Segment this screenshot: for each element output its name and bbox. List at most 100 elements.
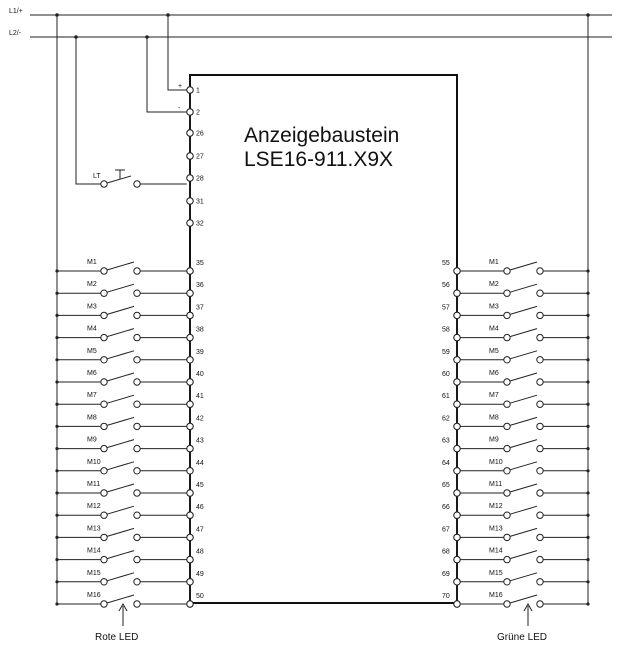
junction-dot — [74, 35, 78, 39]
switch-label: M15 — [87, 570, 101, 577]
switch-contact — [536, 333, 544, 342]
switch-contact — [503, 444, 511, 453]
terminal-number: 49 — [196, 571, 204, 578]
terminal-number: 56 — [442, 282, 450, 289]
switch-label: M4 — [489, 326, 499, 333]
switch-contact — [133, 444, 141, 453]
rote-led-label: Rote LED — [95, 632, 138, 643]
switch-contact — [100, 400, 108, 408]
terminal-number: 57 — [442, 304, 450, 311]
switch-lever — [106, 439, 135, 449]
terminal-number: 63 — [442, 438, 450, 445]
switch-label: M14 — [87, 548, 101, 555]
module-terminal — [453, 311, 461, 320]
switch-lever — [106, 594, 135, 604]
switch-label: M13 — [87, 525, 101, 532]
terminal-number: 55 — [442, 260, 450, 267]
switch-contact — [503, 511, 511, 519]
switch-label: M11 — [489, 481, 502, 488]
junction-dot — [55, 424, 59, 428]
switch-lever — [509, 305, 538, 315]
junction-dot — [586, 358, 590, 362]
junction-dot — [586, 535, 590, 540]
junction-dot — [586, 513, 590, 517]
terminal-number: 35 — [196, 260, 204, 267]
switch-contact — [100, 555, 108, 564]
switch-contact — [503, 467, 511, 475]
switch-label: M2 — [489, 281, 499, 288]
module-terminal — [186, 489, 194, 497]
terminal-number: 65 — [442, 482, 450, 489]
junction-dot — [586, 602, 590, 606]
rote-led-arrow-head — [118, 602, 128, 612]
terminal-number: 37 — [196, 304, 204, 311]
switch-lever — [106, 572, 135, 582]
switch-contact — [503, 600, 511, 608]
terminal-number: 39 — [196, 349, 204, 356]
switch-lever — [106, 505, 135, 515]
terminal-number: 43 — [196, 438, 204, 445]
switch-contact — [100, 511, 108, 519]
switch-lever — [509, 461, 538, 471]
junction-dot — [55, 380, 59, 384]
switch-contact — [503, 289, 511, 297]
switch-contact — [536, 467, 544, 475]
switch-contact — [133, 533, 141, 542]
module-terminal — [186, 555, 194, 564]
switch-lever — [509, 505, 538, 515]
junction-dot — [586, 447, 590, 451]
switch-label: M3 — [489, 303, 499, 310]
module-terminal — [453, 356, 461, 364]
switch-contact — [133, 422, 141, 431]
junction-dot — [586, 558, 590, 562]
switch-contact — [133, 289, 141, 297]
switch-contact — [503, 555, 511, 564]
switch-lever — [509, 550, 538, 560]
switch-label: M15 — [489, 570, 503, 577]
switch-contact — [133, 267, 141, 275]
switch-label: M16 — [489, 592, 503, 599]
module-terminal — [453, 511, 461, 519]
switch-contact — [133, 400, 141, 408]
switch-label: M10 — [87, 459, 101, 466]
module-terminal — [186, 578, 194, 586]
switch-contact — [133, 511, 141, 519]
switch-contact — [536, 578, 544, 586]
switch-contact — [503, 533, 511, 542]
switch-label: M5 — [489, 348, 499, 355]
terminal-2 — [186, 129, 194, 137]
switch-contact — [133, 311, 141, 320]
junction-dot — [586, 380, 590, 384]
switch-contact — [100, 311, 108, 320]
module-terminal — [453, 555, 461, 564]
lamp-test-lever — [106, 175, 132, 184]
module-terminal — [186, 289, 194, 297]
lamp-test-label: LT — [93, 173, 101, 180]
switch-label: M14 — [489, 548, 503, 555]
module-model: LSE16-911.X9X — [244, 148, 393, 171]
module-title: Anzeigebaustein — [244, 124, 399, 147]
switch-lever — [106, 305, 135, 315]
module-terminal — [453, 600, 461, 608]
right-switch-group: M155M256M357M458M559M660M761M862M963M106… — [442, 15, 590, 608]
junction-dot — [55, 336, 59, 340]
switch-label: M1 — [87, 259, 97, 266]
terminal-number: 68 — [442, 549, 450, 556]
switch-lever — [509, 572, 538, 582]
switch-contact — [133, 578, 141, 586]
switch-contact — [133, 600, 141, 608]
switch-lever — [509, 328, 538, 338]
switch-contact — [133, 356, 141, 364]
junction-dot — [55, 535, 59, 540]
switch-contact — [100, 600, 108, 608]
switch-contact — [503, 311, 511, 320]
switch-contact — [133, 555, 141, 564]
terminal-1 — [186, 108, 194, 116]
switch-label: M9 — [87, 437, 97, 444]
module-terminal — [186, 356, 194, 364]
switch-lever — [509, 483, 538, 493]
switch-contact — [536, 267, 544, 275]
module-terminal — [453, 467, 461, 475]
